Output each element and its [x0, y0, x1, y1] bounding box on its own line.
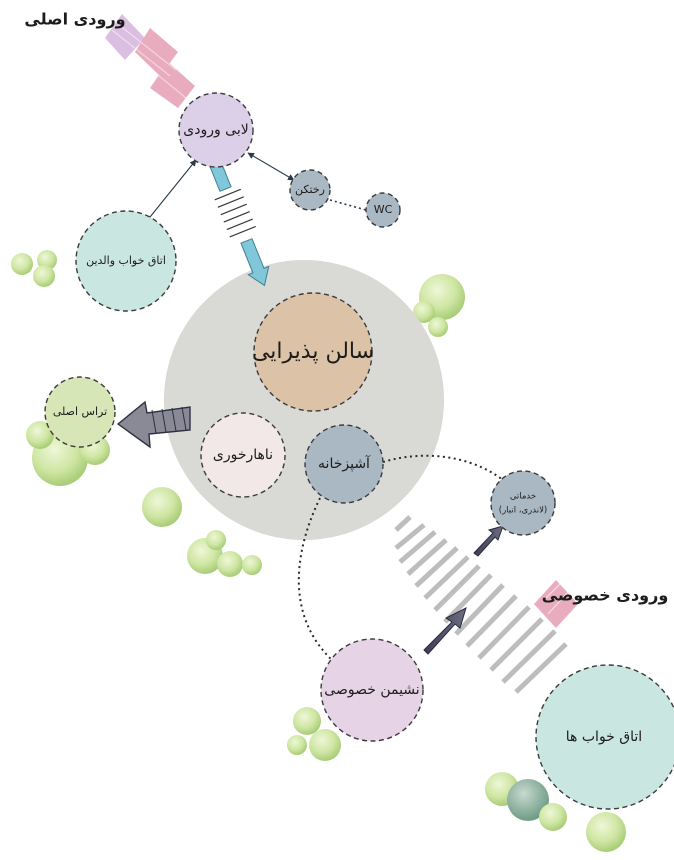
private-entrance-label: ورودی خصوصی — [542, 586, 669, 605]
cloakroom-label: رختکن — [295, 183, 325, 196]
node-kitchen[interactable]: آشپزخانه — [304, 424, 384, 504]
main-terrace-label: تراس اصلی — [53, 405, 107, 418]
main-entrance-label: ورودی اصلی — [24, 10, 125, 29]
reception-hall-label: سالن پذیرایی — [252, 339, 374, 364]
kitchen-label: آشپزخانه — [318, 455, 371, 472]
node-dining[interactable]: ناهارخوری — [200, 412, 286, 498]
private-entrance-arrow — [534, 580, 578, 628]
tree-cluster-private-living — [287, 707, 341, 761]
tree-cluster-bottom — [485, 772, 626, 852]
entry-lobby-label: لابی ورودی — [183, 122, 248, 138]
wc-label: WC — [374, 203, 393, 216]
terrace-arrow — [116, 400, 191, 449]
node-entry-lobby[interactable]: لابی ورودی — [178, 92, 254, 168]
dining-label: ناهارخوری — [213, 447, 273, 463]
bedrooms-label: اتاق خواب ها — [566, 729, 642, 745]
cloakroom-to-wc-link — [329, 199, 367, 211]
node-parents-bedroom[interactable]: اتاق خواب والدین — [75, 210, 177, 312]
lobby-to-parents-link — [145, 159, 197, 223]
private-living-label: نشیمن خصوصی — [324, 682, 419, 698]
parents-bedroom-label: اتاق خواب والدین — [86, 254, 166, 267]
node-wc[interactable]: WC — [365, 192, 401, 228]
kitchen-to-services-link — [382, 454, 511, 487]
tree-cluster-right-top — [413, 274, 465, 337]
tree-cluster-left-middle — [142, 487, 262, 577]
corridor-stripes — [394, 515, 568, 694]
services-label-line1: خدماتی — [510, 492, 536, 502]
services-label-line2: (لاندری، انبار) — [499, 506, 548, 516]
node-services[interactable]: خدماتی (لاندری، انبار) — [490, 470, 556, 536]
node-private-living[interactable]: نشیمن خصوصی — [320, 638, 424, 742]
node-bedrooms[interactable]: اتاق خواب ها — [535, 664, 674, 810]
connections — [145, 152, 511, 661]
node-reception-hall[interactable]: سالن پذیرایی — [252, 292, 374, 412]
lobby-to-cloakroom-link — [247, 152, 295, 181]
main-entrance-arrow — [105, 14, 195, 108]
services-arrow — [473, 525, 504, 557]
node-main-terrace[interactable]: تراس اصلی — [44, 376, 116, 448]
node-cloakroom[interactable]: رختکن — [289, 169, 331, 211]
private-living-arrow — [423, 607, 467, 655]
tree-cluster-left-top — [11, 250, 57, 287]
kitchen-to-living-link — [297, 497, 333, 661]
